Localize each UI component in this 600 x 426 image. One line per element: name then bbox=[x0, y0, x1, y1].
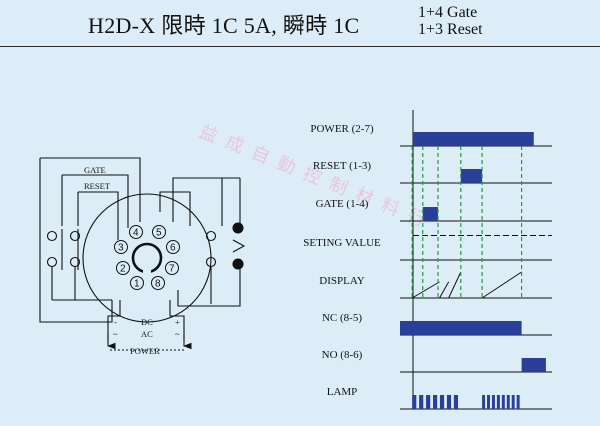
pin-5 bbox=[152, 225, 166, 239]
signal-label-4: DISPLAY bbox=[319, 275, 364, 287]
signal-label-6: NO (8-6) bbox=[322, 349, 363, 361]
pin-number-8: 8 bbox=[155, 279, 161, 290]
reset-label: RESET bbox=[84, 181, 111, 191]
pin-number-3: 3 bbox=[118, 243, 124, 254]
lamp-pulse-0-0 bbox=[412, 395, 417, 409]
page-title: H2D-X 限時 1C 5A, 瞬時 1C bbox=[88, 13, 360, 38]
timing-chart: POWER (2-7) RESET (1-3) GATE (1-4) SETING V… bbox=[303, 110, 552, 410]
pin-2 bbox=[116, 261, 130, 275]
gate-switch-terminal-top bbox=[46, 230, 58, 242]
mode-list: 1+4 Gate 1+3 Reset bbox=[418, 4, 483, 38]
relay-terminal-upper bbox=[205, 230, 217, 242]
lamp-pulse-1-3 bbox=[496, 395, 500, 409]
lamp-pulse-1-4 bbox=[501, 395, 505, 409]
power-lead-left bbox=[107, 300, 121, 340]
lamp-pulse-1-7 bbox=[516, 395, 520, 409]
signal-label-1: RESET (1-3) bbox=[313, 160, 371, 172]
right-frame-mid bbox=[159, 191, 191, 226]
pin-4 bbox=[129, 225, 143, 239]
pin-number-6: 6 bbox=[170, 243, 176, 254]
gate-switch-terminal-bottom bbox=[46, 256, 58, 268]
display-ramp-0 bbox=[411, 281, 440, 299]
mode-gate: 1+4 Gate bbox=[418, 4, 478, 21]
display-ramp-1 bbox=[439, 281, 450, 299]
lamp-dot-bottom bbox=[232, 258, 244, 270]
power-label: POWER bbox=[130, 346, 160, 356]
signal-label-0: POWER (2-7) bbox=[310, 123, 374, 135]
socket-pins: 12 34 56 78 bbox=[114, 225, 180, 290]
ac-tilde-left: ~ bbox=[113, 329, 118, 339]
lamp-pulse-1-0 bbox=[482, 395, 486, 409]
signal-label-3: SETING VALUE bbox=[303, 237, 381, 249]
lamp-pulse-0-5 bbox=[446, 395, 452, 409]
pin-6 bbox=[166, 240, 180, 254]
right-frame-top bbox=[172, 177, 223, 226]
ac-label: AC bbox=[141, 329, 153, 339]
signal-on-bar-6-0 bbox=[521, 358, 546, 372]
pin-number-5: 5 bbox=[156, 228, 162, 239]
socket-outer-ring bbox=[82, 193, 212, 323]
lamp-pulse-1-2 bbox=[491, 395, 495, 409]
pin-number-1: 1 bbox=[134, 279, 140, 290]
signal-label-7: LAMP bbox=[327, 386, 358, 398]
socket-key-hole bbox=[131, 242, 163, 274]
lamp-pulse-0-4 bbox=[439, 395, 445, 409]
pin-1 bbox=[130, 276, 144, 290]
wiring-diagram bbox=[39, 157, 246, 351]
socket-key-notch bbox=[143, 270, 151, 279]
reset-wire bbox=[78, 191, 119, 240]
lamp-pulse-1-5 bbox=[506, 395, 510, 409]
minus-label: - bbox=[114, 317, 117, 327]
lamp-pulse-1-1 bbox=[487, 395, 490, 409]
plus-label: + bbox=[175, 317, 180, 327]
lamp-indicator-icon bbox=[232, 239, 246, 253]
right-lower-frame bbox=[177, 268, 241, 307]
frame-left-outer bbox=[39, 158, 113, 323]
signal-label-5: NC (8-5) bbox=[322, 312, 362, 324]
lamp-pulse-1-6 bbox=[511, 395, 515, 409]
signal-on-bar-5-0 bbox=[400, 321, 522, 335]
display-ramp-2 bbox=[448, 271, 462, 299]
pin-number-7: 7 bbox=[169, 264, 175, 275]
pin-7 bbox=[165, 261, 179, 275]
power-lead-right bbox=[169, 300, 185, 340]
pin-3 bbox=[114, 240, 128, 254]
lamp-dot-top bbox=[232, 222, 244, 234]
pin-number-2: 2 bbox=[120, 264, 126, 275]
frame-left-top bbox=[40, 157, 141, 222]
ac-tilde-right: ~ bbox=[175, 329, 180, 339]
reset-switch-terminal-top bbox=[69, 230, 81, 242]
gate-wire bbox=[62, 174, 129, 228]
signal-on-bar-1-0 bbox=[460, 169, 483, 183]
dc-label: DC bbox=[141, 317, 153, 327]
gate-label: GATE bbox=[84, 165, 106, 175]
pin-8 bbox=[151, 276, 165, 290]
header: H2D-X 限時 1C 5A, 瞬時 1C 1+4 Gate 1+3 Reset bbox=[0, 0, 600, 47]
lamp-pulse-0-2 bbox=[426, 395, 431, 409]
lamp-pulse-0-3 bbox=[433, 395, 438, 409]
lamp-pulse-0-6 bbox=[453, 395, 459, 409]
signal-label-2: GATE (1-4) bbox=[316, 198, 369, 210]
signal-on-bar-0-0 bbox=[413, 132, 534, 146]
mode-reset: 1+3 Reset bbox=[418, 21, 483, 38]
lamp-pulse-0-1 bbox=[419, 395, 424, 409]
display-ramp-3 bbox=[481, 271, 522, 299]
signal-on-bar-2-0 bbox=[422, 207, 438, 221]
pin-number-4: 4 bbox=[133, 228, 139, 239]
